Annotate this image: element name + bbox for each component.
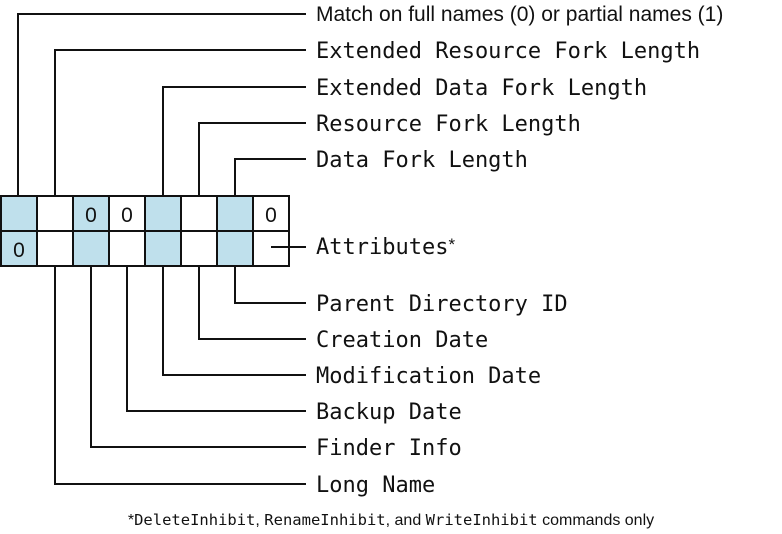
lower-bit-cell-1 (36, 230, 74, 267)
footnote-cmd-delete-inhibit: DeleteInhibit (134, 511, 255, 529)
footnote-star: * (128, 512, 134, 529)
leader-data-fork-length (234, 158, 306, 196)
lower-bit-cell-3 (108, 230, 146, 267)
footnote-cmd-write-inhibit: WriteInhibit (426, 511, 538, 529)
leader-resource-fork-length (198, 122, 306, 196)
leader-ext-resource-fork-length (54, 49, 306, 196)
lower-bit-cell-7 (252, 230, 290, 267)
lower-bit-row: 0 (0, 230, 290, 267)
footnote-sep2: , and (386, 512, 426, 529)
upper-bit-value-2: 0 (85, 204, 97, 227)
label-finder-info: Finder Info (316, 436, 462, 461)
label-parent-directory-id: Parent Directory ID (316, 292, 568, 317)
leader-parent-directory-id (234, 266, 306, 304)
upper-bit-cell-6 (216, 195, 254, 232)
upper-bit-cell-4 (144, 195, 182, 232)
leader-modification-date (162, 266, 306, 376)
label-ext-resource-fork-length: Extended Resource Fork Length (316, 39, 700, 64)
footnote-tail: commands only (538, 512, 655, 529)
label-match-names: Match on full names (0) or partial names… (316, 3, 723, 26)
upper-bit-value-3: 0 (121, 204, 133, 227)
label-resource-fork-length: Resource Fork Length (316, 112, 581, 137)
upper-bit-cell-0 (0, 195, 38, 232)
lower-bit-cell-6 (216, 230, 254, 267)
lower-bit-value-0: 0 (13, 239, 25, 262)
leader-ext-data-fork-length (162, 86, 306, 196)
label-attributes-asterisk: * (448, 235, 455, 254)
label-creation-date: Creation Date (316, 328, 488, 353)
leader-long-name (54, 266, 306, 485)
leader-backup-date (126, 266, 306, 412)
footnote-cmd-rename-inhibit: RenameInhibit (264, 511, 385, 529)
footnote-sep1: , (255, 512, 264, 529)
upper-bit-value-7: 0 (265, 204, 277, 227)
upper-bit-row: 0 0 0 (0, 195, 290, 232)
lower-bit-cell-5 (180, 230, 218, 267)
label-data-fork-length: Data Fork Length (316, 148, 528, 173)
leader-finder-info (90, 266, 306, 448)
label-ext-data-fork-length: Extended Data Fork Length (316, 76, 647, 101)
footnote: *DeleteInhibit, RenameInhibit, and Write… (128, 511, 654, 529)
label-attributes-group: Attributes* (316, 235, 455, 260)
label-attributes: Attributes (316, 235, 448, 260)
upper-bit-cell-1 (36, 195, 74, 232)
label-long-name: Long Name (316, 473, 435, 498)
label-modification-date: Modification Date (316, 364, 541, 389)
lower-bit-cell-2 (72, 230, 110, 267)
lower-bit-cell-4 (144, 230, 182, 267)
leader-creation-date (198, 266, 306, 340)
upper-bit-cell-5 (180, 195, 218, 232)
label-backup-date: Backup Date (316, 400, 462, 425)
leader-match-names (17, 13, 306, 196)
